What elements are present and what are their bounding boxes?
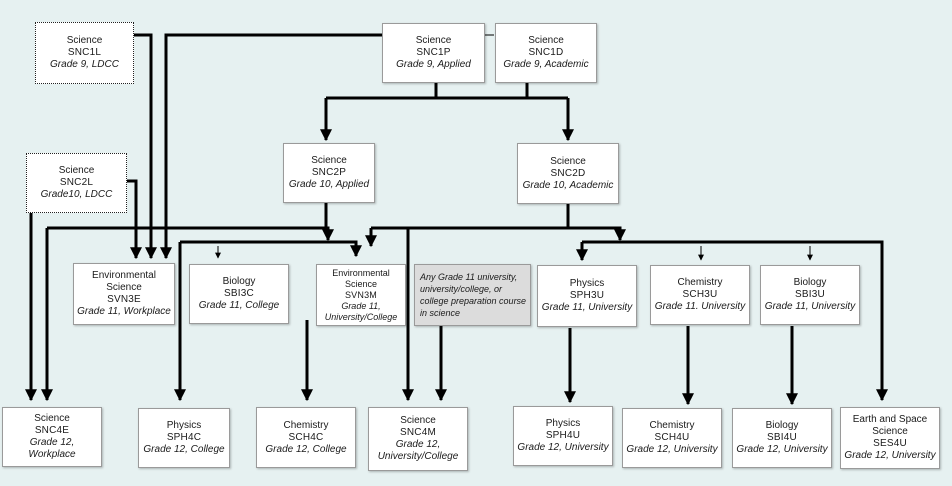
course-box-svn3e: Environmental Science SVN3E Grade 11, Wo… [73,263,175,325]
course-code: SBI4U [767,432,797,443]
course-box-snc2p: Science SNC2P Grade 10, Applied [283,143,375,203]
course-subject: Environmental Science [332,267,390,289]
course-grade: Grade 11. University [654,301,746,312]
course-grade: Grade 11, University/College [324,300,398,322]
course-grade: Grade 9, Applied [396,59,471,70]
course-box-snc2l: Science SNC2L Grade10, LDCC [26,153,127,213]
course-subject: Biology [793,277,827,288]
course-box-snc2d: Science SNC2D Grade 10, Academic [517,143,619,204]
course-box-sch4c: Chemistry SCH4C Grade 12, College [256,407,356,468]
course-code: SNC2P [311,167,347,178]
course-subject: Biology [222,276,256,287]
wire-u-bar [582,240,888,402]
course-subject: Earth and Space Science [852,414,928,437]
course-subject: Biology [765,420,799,431]
note-any-grade-11: Any Grade 11 university, university/coll… [414,264,531,326]
course-code: SES4U [873,438,907,449]
course-subject: Science [550,155,586,167]
course-grade: Grade 12, University/College [377,439,459,462]
course-grade: Grade10, LDCC [40,189,113,200]
course-code: SCH3U [682,289,718,300]
course-subject: Physics [545,418,581,429]
course-grade: Grade 11, University [764,301,856,312]
course-grade: Grade 12, College [265,443,347,455]
wire-snc1p-to-svn3e [160,33,383,260]
course-code: SNC4M [399,427,436,438]
course-code: SBI3C [224,288,254,299]
wire-g9-bar [434,82,529,98]
course-grade: Grade 11, Workplace [77,306,171,317]
course-grade: Grade 10, Applied [288,179,370,190]
course-grade: Grade 12, Workplace [28,437,76,460]
course-box-snc1l: Science SNC1L Grade 9, LDCC [35,22,134,84]
course-subject: Science [34,413,70,424]
course-code: SCH4U [654,432,690,443]
course-subject: Physics [569,278,605,289]
wire-c-bar [180,240,362,258]
course-box-snc1p: Science SNC1P Grade 9, Applied [382,23,485,83]
course-code: SNC4E [34,425,70,436]
course-grade: Grade 10, Academic [522,179,614,191]
course-code: SPH3U [569,290,605,301]
course-code: SNC1D [528,47,564,58]
course-subject: Science [311,155,347,166]
course-box-sph4u: Physics SPH4U Grade 12, University [513,406,613,466]
course-box-sbi3c: Biology SBI3C Grade 11, College [189,264,289,324]
course-code: SBI3U [795,289,825,300]
course-grade: Grade 11, University [541,302,633,313]
course-grade: Grade 11, College [198,300,280,311]
course-grade: Grade 9, LDCC [50,59,119,70]
wire-snc4e-feed [47,226,334,242]
course-subject: Science [400,415,436,426]
course-box-snc4e: Science SNC4E Grade 12, Workplace [2,407,102,467]
course-grade: Grade 12, University [626,444,718,455]
course-subject: Science [58,165,95,176]
course-code: SCH4C [288,431,324,443]
course-box-sbi4u: Biology SBI4U Grade 12, University [732,408,832,468]
course-grade: Grade 12, University [517,442,609,453]
course-code: SPH4U [545,430,581,441]
note-text: Any Grade 11 university, university/coll… [420,272,527,318]
course-subject: Science [415,35,452,46]
course-subject: Chemistry [649,420,695,431]
course-code: SNC2L [59,177,94,188]
course-code: SNC1P [416,47,451,58]
course-box-snc1d: Science SNC1D Grade 9, Academic [495,23,597,83]
course-code: SPH4C [166,432,202,443]
course-subject: Physics [166,420,202,431]
course-box-sph4c: Physics SPH4C Grade 12, College [138,408,230,468]
course-code: SNC2D [550,167,586,179]
course-subject: Science [528,35,564,46]
wire-snc1l-to-svn3e-1 [133,33,157,260]
course-box-snc4m: Science SNC4M Grade 12, University/Colle… [368,407,468,471]
course-subject: Science [66,35,103,46]
course-grade: Grade 12, University [736,444,828,455]
course-subject: Chemistry [283,419,329,431]
course-box-sbi3u: Biology SBI3U Grade 11, University [760,265,860,325]
course-box-svn3m: Environmental Science SVN3M Grade 11, Un… [316,264,406,326]
course-box-ses4u: Earth and Space Science SES4U Grade 12, … [840,407,940,469]
course-code: SVN3M [344,289,377,300]
course-subject: Environmental Science [92,270,156,293]
course-box-sch3u: Chemistry SCH3U Grade 11. University [650,265,750,325]
course-grade: Grade 12, College [143,444,225,455]
course-code: SVN3E [107,294,141,305]
course-code: SNC1L [67,47,102,58]
course-grade: Grade 9, Academic [503,59,589,70]
course-box-sph3u: Physics SPH3U Grade 11, University [537,265,637,327]
course-grade: Grade 12, University [844,450,936,461]
course-subject: Chemistry [677,277,723,288]
course-box-sch4u: Chemistry SCH4U Grade 12, University [622,408,722,468]
wire-snc2d-bar [371,226,626,242]
